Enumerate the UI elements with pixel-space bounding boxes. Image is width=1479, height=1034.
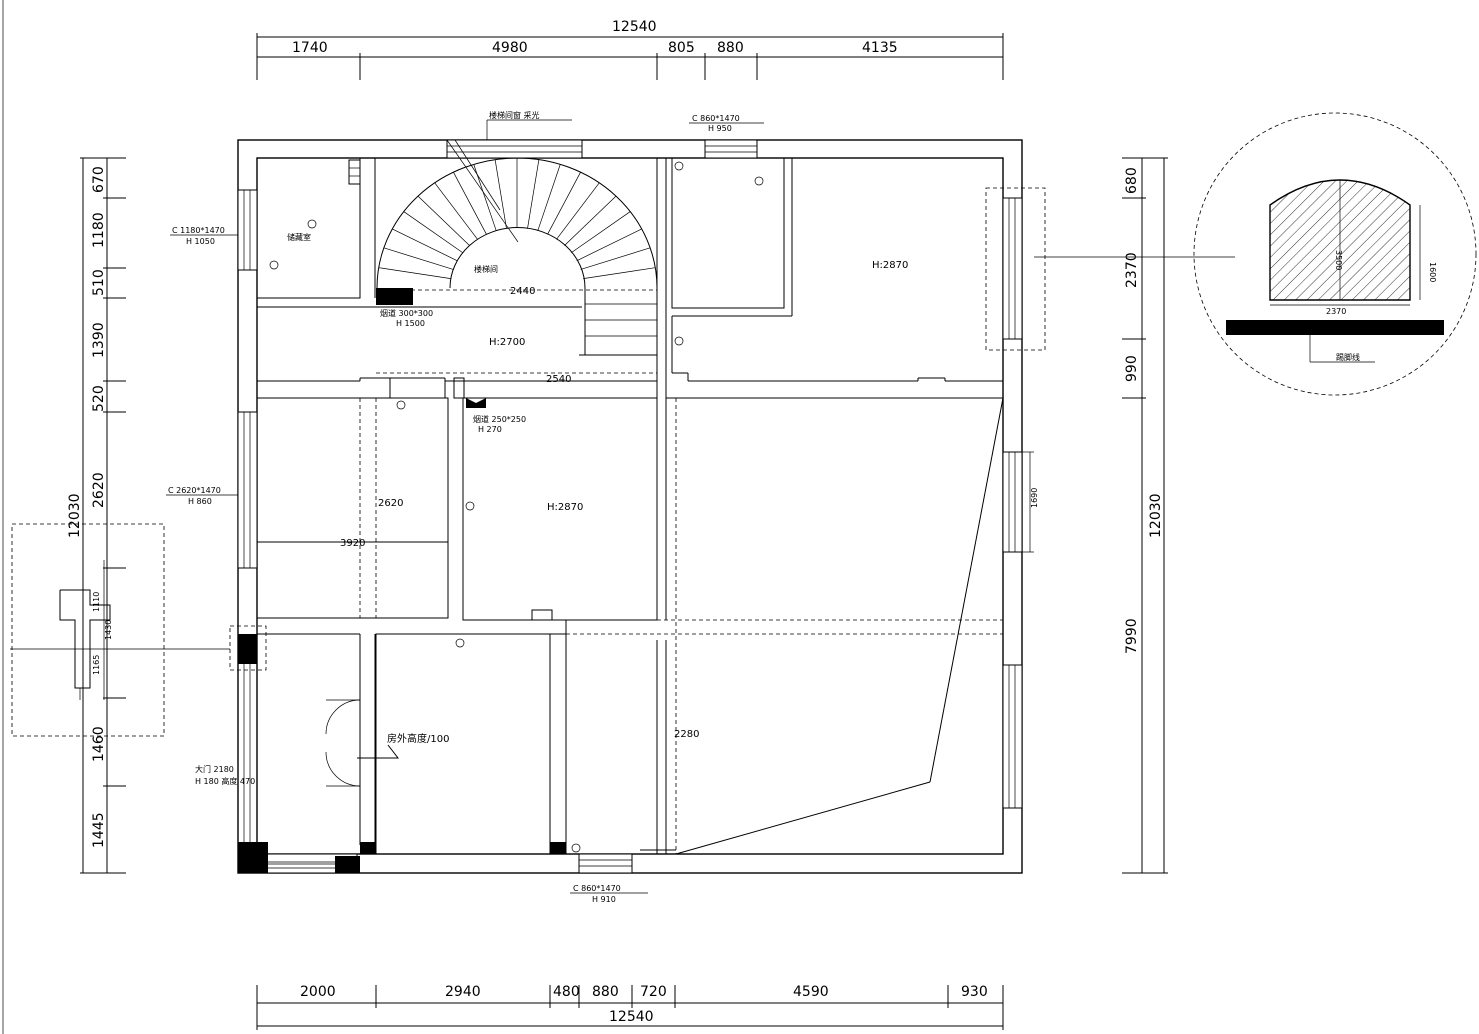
corridor-length-dim: 2540 xyxy=(546,374,571,385)
left-dim-5: 520 xyxy=(91,385,107,412)
bedroom-depth-dim: 3920 xyxy=(340,538,365,549)
right-total-dim: 12030 xyxy=(1148,493,1164,538)
bottom-windows: C 860*1470 H 910 xyxy=(256,853,648,904)
left-detail-mark-1: 1110 xyxy=(92,592,101,612)
svg-text:烟道 250*250: 烟道 250*250 xyxy=(473,414,526,424)
stair-tread xyxy=(537,164,561,232)
right-dimension-chain: 680 2370 990 7990 12030 xyxy=(1122,157,1168,874)
left-dim-8: 1445 xyxy=(91,812,107,848)
svg-text:房外高度/100: 房外高度/100 xyxy=(387,732,449,745)
bottom-dim-7: 930 xyxy=(961,984,988,1000)
bottom-dim-1: 2000 xyxy=(300,984,336,1000)
left-column-detail: 1110 1430 1165 xyxy=(11,523,165,737)
right-windows: 1690 xyxy=(985,187,1235,809)
left-detail-mark-3: 1165 xyxy=(92,655,101,675)
stair-tread xyxy=(434,182,478,240)
stair-tread xyxy=(453,172,487,235)
top-right-room-height: H:2870 xyxy=(872,260,908,271)
svg-text:储藏室: 储藏室 xyxy=(287,232,311,242)
top-right-window-height: H 950 xyxy=(708,124,732,133)
left-dim-7: 1460 xyxy=(91,726,107,762)
top-total-dim: 12540 xyxy=(612,19,657,35)
window-detail-callout: 2370 1600 3500 踢脚线 xyxy=(1193,112,1477,396)
svg-text:大门 2180: 大门 2180 xyxy=(195,764,234,774)
stair-tread xyxy=(378,267,451,279)
spiral-stair xyxy=(376,139,658,356)
bottom-dim-2: 2940 xyxy=(445,984,481,1000)
svg-text:H 270: H 270 xyxy=(478,425,502,434)
left-dim-1: 670 xyxy=(91,166,107,193)
left-dim-6: 2620 xyxy=(91,472,107,508)
stair-tread xyxy=(571,211,631,254)
left-upper-window-height: H 1050 xyxy=(186,237,215,246)
left-upper-window-size: C 1180*1470 xyxy=(172,226,225,235)
left-windows: C 1180*1470 H 1050 C 2620*1470 H 860 xyxy=(166,189,258,569)
stair-tread xyxy=(564,195,617,246)
room-labels: H:2870 H:2700 H:2870 2440 2540 2620 3920… xyxy=(195,161,908,853)
detail-left-mark: 3500 xyxy=(1334,250,1343,270)
left-dim-4: 1390 xyxy=(91,322,107,358)
stair-tread xyxy=(576,228,642,262)
left-dimension-chain: 12030 670 1180 510 1390 520 2620 1460 14… xyxy=(67,157,126,874)
stair-tread xyxy=(583,267,656,279)
svg-text:踢脚线: 踢脚线 xyxy=(1336,352,1360,362)
left-detail-mark-2: 1430 xyxy=(104,620,113,640)
top-right-window-size: C 860*1470 xyxy=(692,114,740,123)
left-total-dim: 12030 xyxy=(67,493,83,538)
top-windows: 楼梯间窗 采光 C 860*1470 H 950 xyxy=(446,110,764,159)
svg-text:H 1500: H 1500 xyxy=(396,319,425,328)
stair-tread xyxy=(494,159,507,229)
outer-walls xyxy=(237,139,1023,874)
stair-tread xyxy=(556,182,600,240)
left-middle-window-height: H 860 xyxy=(188,497,212,506)
left-dim-2: 1180 xyxy=(91,212,107,248)
stair-tread xyxy=(473,164,497,232)
right-dim-2: 2370 xyxy=(1124,252,1140,288)
svg-text:H 180 高度 470: H 180 高度 470 xyxy=(195,776,255,786)
top-dim-5: 4135 xyxy=(862,40,898,56)
top-dim-2: 4980 xyxy=(492,40,528,56)
svg-text:烟道 300*300: 烟道 300*300 xyxy=(380,308,433,318)
stair-width-dim: 2440 xyxy=(510,286,535,297)
bottom-dimension-chain: 2000 2940 480 880 720 4590 930 12540 xyxy=(256,984,1004,1030)
living-room-height: H:2870 xyxy=(547,502,583,513)
right-dim-1: 680 xyxy=(1124,167,1140,194)
stair-tread xyxy=(547,172,581,235)
svg-text:楼梯间窗 采光: 楼梯间窗 采光 xyxy=(489,110,540,120)
stair-tread xyxy=(392,228,458,262)
stair-tread xyxy=(580,247,651,270)
bottom-total-dim: 12540 xyxy=(609,1009,654,1025)
bottom-dim-3: 480 xyxy=(553,984,580,1000)
bottom-dim-6: 4590 xyxy=(793,984,829,1000)
top-dim-4: 880 xyxy=(717,40,744,56)
stair-tread xyxy=(383,247,454,270)
svg-text:楼梯间: 楼梯间 xyxy=(474,264,498,274)
detail-height-mark: 1600 xyxy=(1428,262,1437,282)
stair-tread xyxy=(417,195,470,246)
bottom-dim-4: 880 xyxy=(592,984,619,1000)
interior-walls xyxy=(10,157,1004,873)
detail-width-mark: 2370 xyxy=(1326,307,1346,316)
bedroom-width-dim: 2620 xyxy=(378,498,403,509)
bottom-window-height: H 910 xyxy=(592,895,616,904)
right-dim-3: 990 xyxy=(1124,355,1140,382)
left-dim-3: 510 xyxy=(91,269,107,296)
right-dim-4: 7990 xyxy=(1124,618,1140,654)
corridor-height: H:2700 xyxy=(489,337,525,348)
right-window-height-dim: 1690 xyxy=(1030,488,1039,508)
stair-tread xyxy=(403,211,463,254)
top-dimension-chain: 12540 1740 4980 805 880 4135 xyxy=(256,19,1004,80)
hall-length-dim: 2280 xyxy=(674,729,699,740)
top-dim-1: 1740 xyxy=(292,40,328,56)
left-middle-window-size: C 2620*1470 xyxy=(168,486,221,495)
stair-tread xyxy=(527,159,540,229)
bottom-window-size: C 860*1470 xyxy=(573,884,621,893)
top-dim-3: 805 xyxy=(668,40,695,56)
bottom-dim-5: 720 xyxy=(640,984,667,1000)
